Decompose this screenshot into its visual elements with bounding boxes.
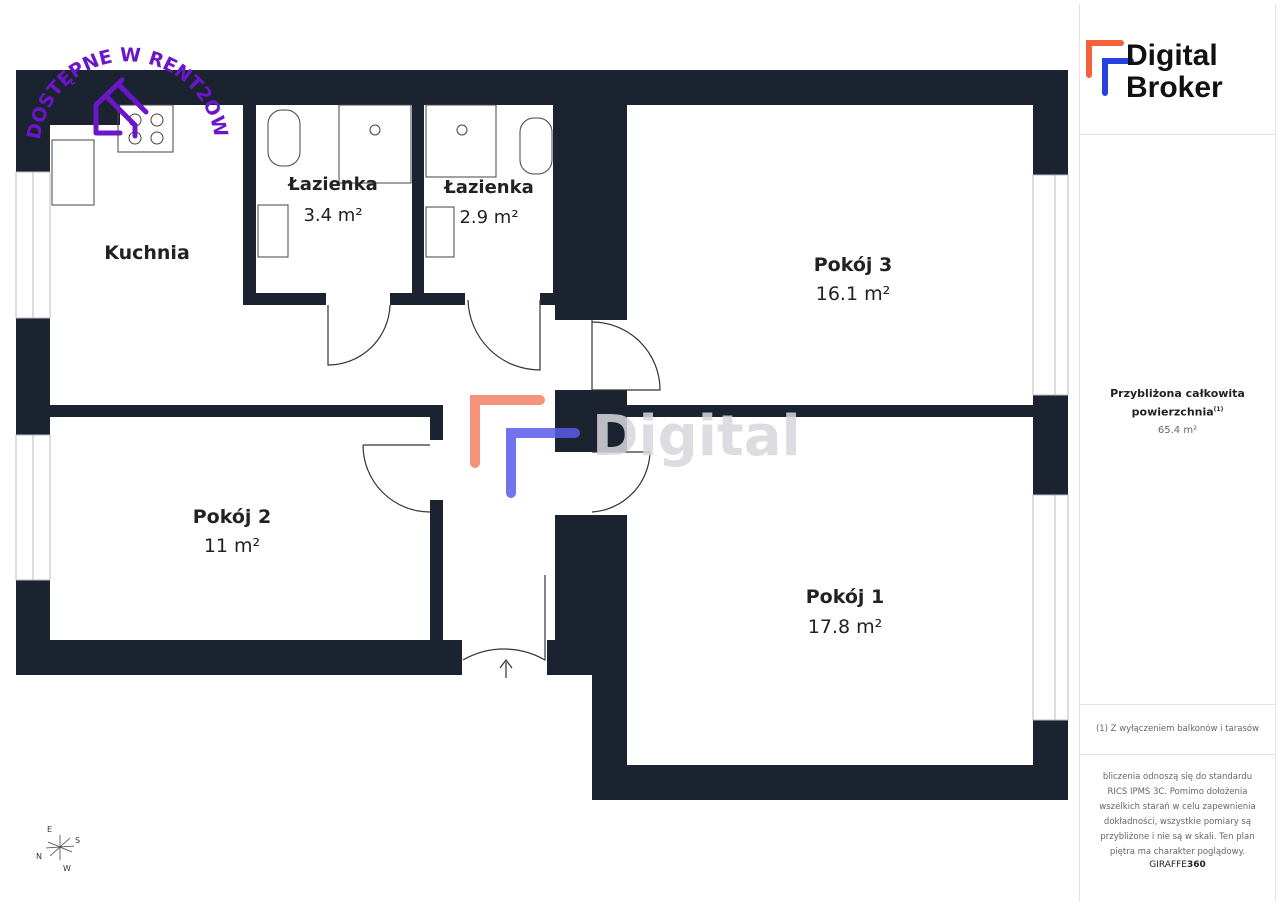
credit: GIRAFFE bbox=[1149, 860, 1187, 870]
room-area: 3.4 m² bbox=[303, 205, 362, 226]
brand-section bbox=[1080, 4, 1275, 135]
room-name: Łazienka bbox=[443, 177, 534, 198]
footnote: (1) Z wyłączeniem balkonów i tarasów bbox=[1080, 704, 1275, 755]
stove-icon bbox=[117, 104, 174, 153]
room-area: 2.9 m² bbox=[459, 207, 518, 228]
toilet-icon bbox=[267, 109, 301, 167]
fixtures bbox=[51, 104, 553, 258]
compass: E S N W bbox=[36, 825, 80, 873]
shower-icon bbox=[338, 104, 412, 184]
room-name: Łazienka bbox=[287, 174, 378, 195]
brand-line2: Broker bbox=[1126, 71, 1223, 104]
washbasin-icon bbox=[425, 206, 455, 258]
room-name: Kuchnia bbox=[104, 242, 190, 264]
washbasin-icon bbox=[257, 204, 289, 258]
footnote-marker: (1) bbox=[1213, 406, 1224, 413]
house-icon bbox=[93, 77, 149, 139]
floor-plan: Digital Kuchnia Łazienka 3.4 m² Łazienka… bbox=[0, 0, 1069, 873]
total-area-value: 65.4 m² bbox=[1157, 424, 1198, 436]
disclaimer: bliczenia odnoszą się do standardu RICS … bbox=[1099, 772, 1256, 857]
shower-icon bbox=[425, 104, 497, 178]
windows bbox=[15, 171, 1069, 721]
watermark: Digital bbox=[470, 395, 801, 498]
room-name: Pokój 2 bbox=[193, 506, 272, 528]
room-floors bbox=[50, 105, 1033, 765]
room-area: 16.1 m² bbox=[816, 283, 890, 305]
room-name: Pokój 1 bbox=[806, 586, 885, 608]
compass-e: E bbox=[47, 825, 52, 834]
room-area: 17.8 m² bbox=[808, 616, 882, 638]
compass-s: S bbox=[75, 836, 80, 845]
doors bbox=[327, 299, 661, 678]
compass-w: W bbox=[63, 864, 71, 873]
entrance-arrow-icon bbox=[499, 659, 513, 678]
total-area-label: Przybliżona całkowita powierzchnia bbox=[1110, 387, 1245, 419]
brand-line1: Digital bbox=[1126, 39, 1218, 72]
room-area: 11 m² bbox=[204, 535, 260, 557]
toilet-icon bbox=[519, 117, 553, 175]
area-section: Przybliżona całkowita powierzchnia(1) 65… bbox=[1080, 134, 1275, 705]
credit-bold: 360 bbox=[1186, 860, 1206, 870]
compass-n: N bbox=[36, 852, 42, 861]
kitchen-sink-icon bbox=[51, 139, 95, 206]
room-name: Pokój 3 bbox=[814, 254, 893, 276]
watermark-text: Digital bbox=[592, 404, 801, 469]
brand-logo-icon bbox=[1086, 40, 1134, 96]
room-labels: Kuchnia Łazienka 3.4 m² Łazienka 2.9 m² … bbox=[104, 174, 892, 638]
info-panel: Przybliżona całkowita powierzchnia(1) 65… bbox=[1079, 4, 1276, 902]
